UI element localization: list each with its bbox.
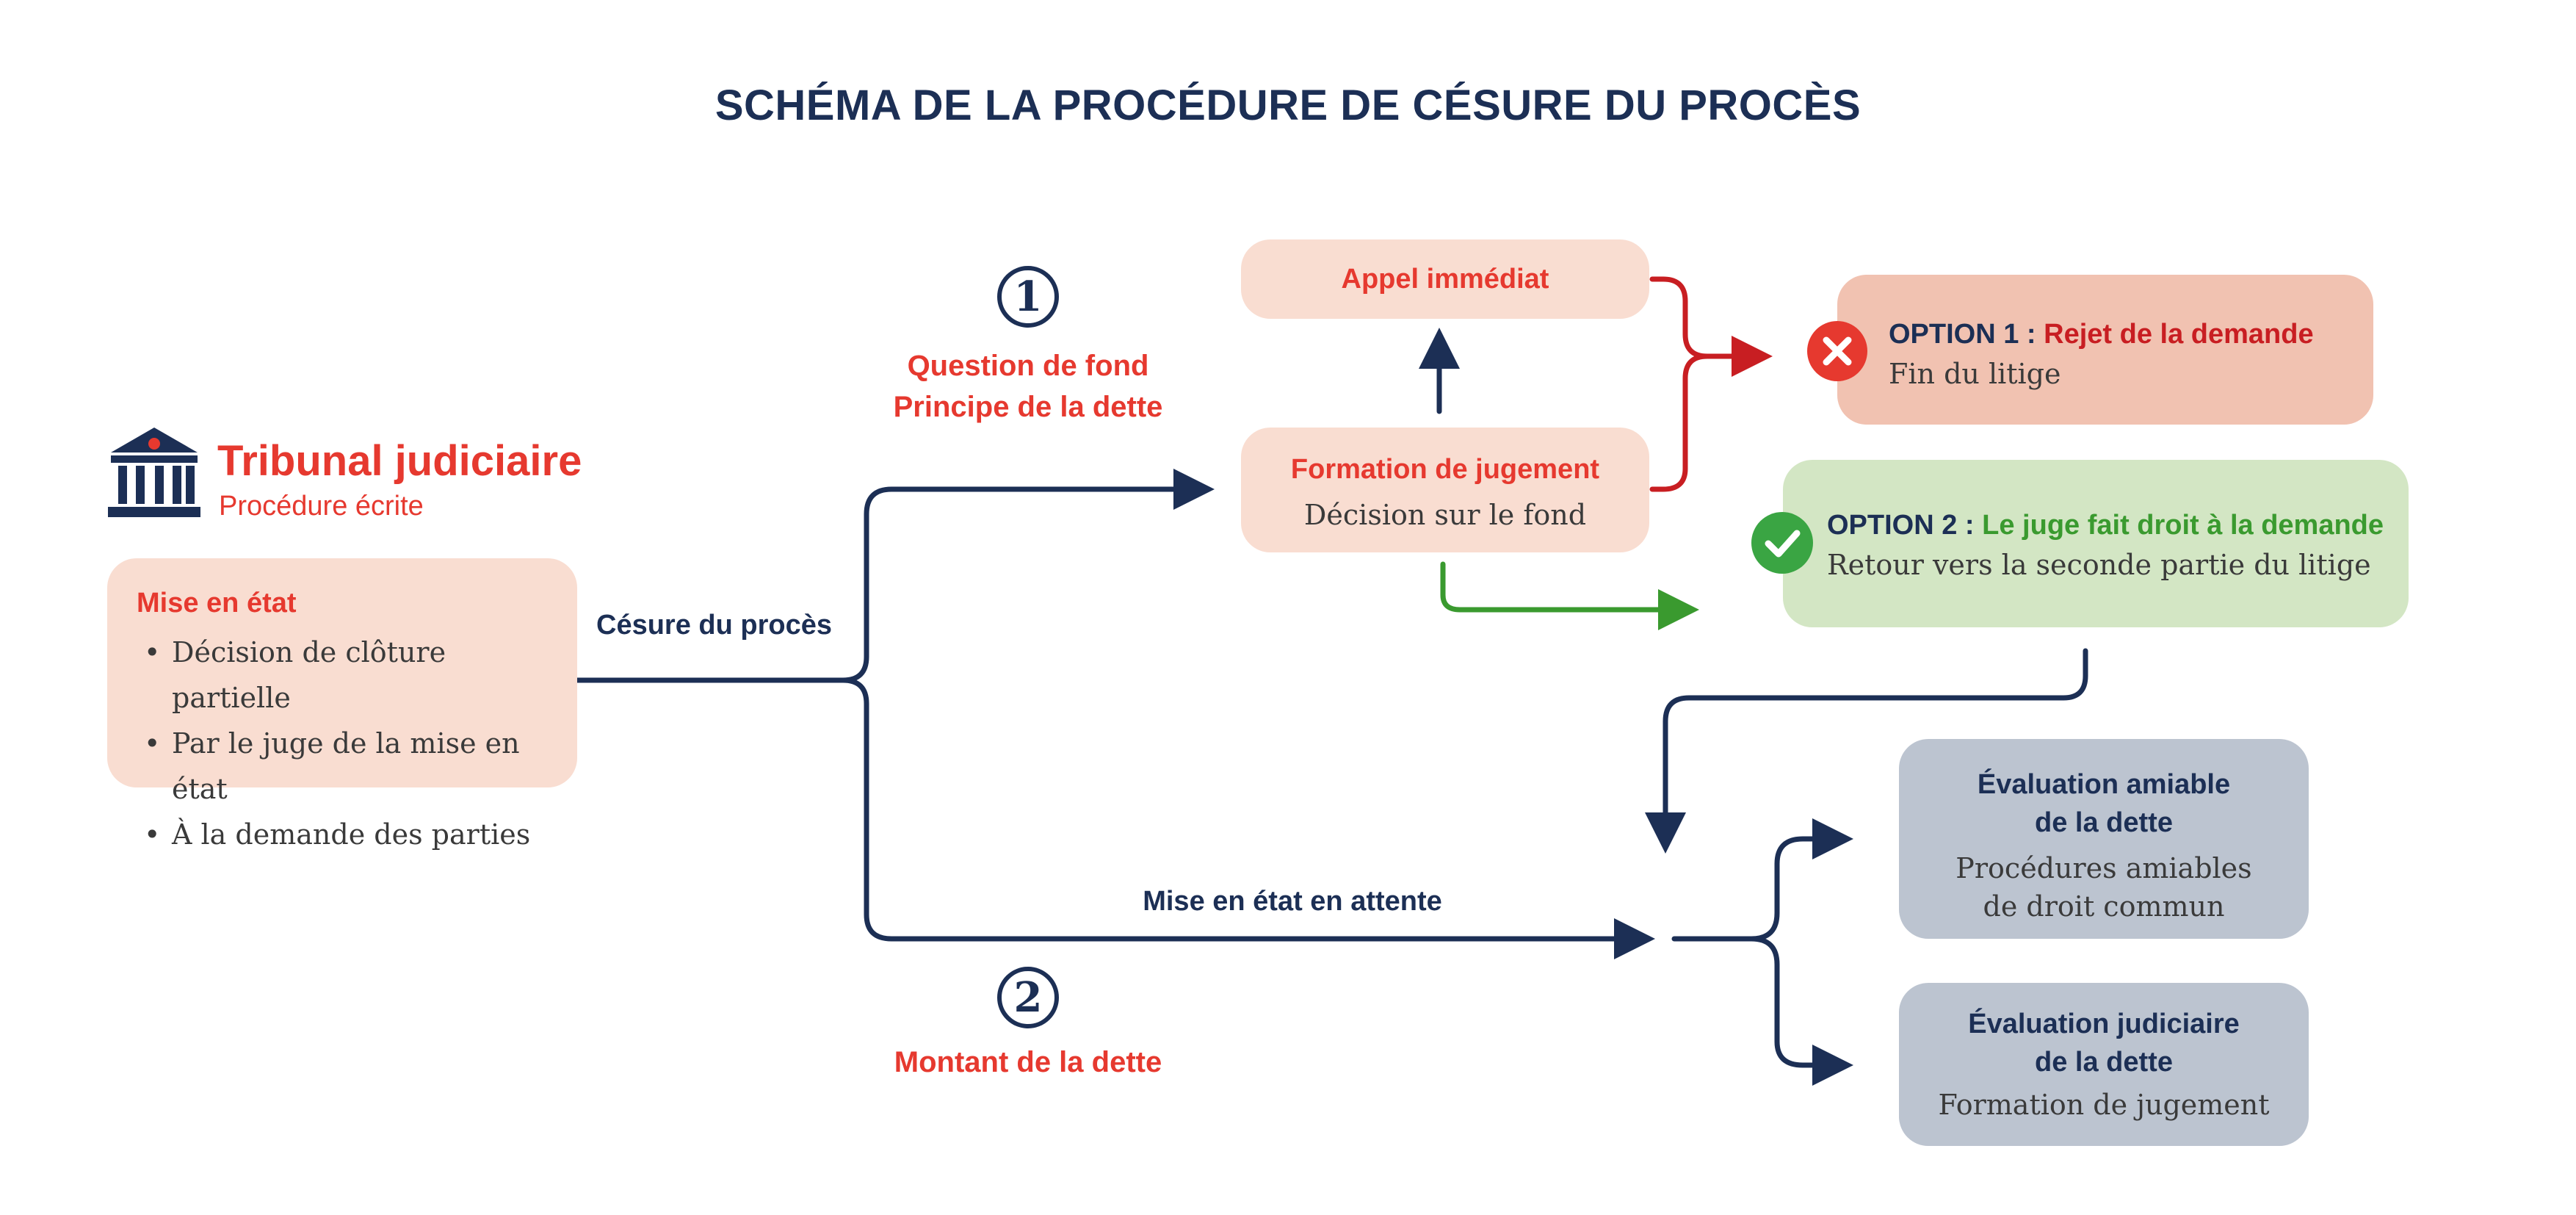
option-1-box: OPTION 1 : Rejet de la demande Fin du li… bbox=[1837, 275, 2373, 425]
formation-box: Formation de jugement Décision sur le fo… bbox=[1241, 428, 1649, 552]
evaluation-judiciaire-box: Évaluation judiciaire de la dette Format… bbox=[1899, 983, 2309, 1146]
step-1-line2: Principe de la dette bbox=[893, 391, 1163, 423]
court-name: Tribunal judiciaire bbox=[217, 437, 582, 485]
amiable-line1: Évaluation amiable bbox=[1977, 769, 2231, 800]
step-2-label: Montant de la dette bbox=[894, 1046, 1162, 1078]
option-2-title: Le juge fait droit à la demande bbox=[1982, 510, 2384, 541]
amiable-subtitle: Procédures amiables de droit commun bbox=[1899, 849, 2309, 926]
option-1-subtitle: Fin du litige bbox=[1889, 358, 2061, 390]
option-2-prefix: OPTION 2 : bbox=[1827, 510, 1975, 541]
amiable-sub2: de droit commun bbox=[1983, 890, 2225, 923]
step-2-badge: 2 bbox=[997, 967, 1059, 1028]
mise-en-etat-title: Mise en état bbox=[137, 588, 297, 619]
connector-return bbox=[1645, 648, 2088, 854]
amiable-sub1: Procédures amiables bbox=[1955, 852, 2252, 884]
judiciaire-subtitle: Formation de jugement bbox=[1938, 1089, 2270, 1121]
courthouse-icon bbox=[106, 425, 202, 522]
option-1-heading: OPTION 1 : Rejet de la demande bbox=[1889, 319, 2373, 350]
option-1-title: Rejet de la demande bbox=[2044, 319, 2314, 350]
list-item: À la demande des parties bbox=[137, 812, 548, 857]
court-subtitle: Procédure écrite bbox=[219, 491, 424, 522]
cross-icon bbox=[1806, 320, 1868, 382]
connector-bracket bbox=[1649, 276, 1710, 492]
appel-title: Appel immédiat bbox=[1341, 264, 1549, 295]
evaluation-amiable-box: Évaluation amiable de la dette Procédure… bbox=[1899, 739, 2309, 939]
step-1-badge: 1 bbox=[997, 266, 1059, 328]
option-2-heading: OPTION 2 : Le juge fait droit à la deman… bbox=[1827, 510, 2409, 541]
mise-en-etat-box: Mise en état Décision de clôture partiel… bbox=[107, 558, 577, 857]
formation-title: Formation de jugement bbox=[1290, 454, 1600, 485]
connector-main bbox=[574, 469, 1215, 683]
judiciaire-line1: Évaluation judiciaire bbox=[1968, 1009, 2240, 1039]
page-title: SCHÉMA DE LA PROCÉDURE DE CÉSURE DU PROC… bbox=[714, 82, 1862, 129]
judiciaire-line2: de la dette bbox=[2035, 1047, 2173, 1078]
cesure-label: Césure du procès bbox=[596, 610, 832, 641]
connector-final bbox=[1671, 818, 1853, 942]
connector-final-2 bbox=[1748, 936, 1853, 1086]
appel-box: Appel immédiat bbox=[1241, 239, 1649, 319]
check-icon bbox=[1751, 511, 1814, 574]
option-2-subtitle: Retour vers la seconde partie du litige bbox=[1827, 549, 2371, 581]
option-2-box: OPTION 2 : Le juge fait droit à la deman… bbox=[1783, 460, 2409, 627]
option-1-prefix: OPTION 1 : bbox=[1889, 319, 2036, 350]
amiable-title: Évaluation amiable de la dette bbox=[1899, 765, 2309, 842]
judiciaire-title: Évaluation judiciaire de la dette bbox=[1899, 1005, 2309, 1081]
connector-lower bbox=[840, 677, 1655, 959]
connector-option2 bbox=[1440, 561, 1699, 630]
attente-label: Mise en état en attente bbox=[1143, 886, 1442, 917]
step-1-label: Question de fond Principe de la dette bbox=[844, 345, 1212, 428]
mise-en-etat-list: Décision de clôture partielle Par le jug… bbox=[137, 630, 548, 857]
list-item: Décision de clôture partielle bbox=[137, 630, 548, 721]
step-1-line1: Question de fond bbox=[907, 350, 1149, 382]
list-item: Par le juge de la mise en état bbox=[137, 721, 548, 812]
formation-subtitle: Décision sur le fond bbox=[1303, 499, 1587, 531]
amiable-line2: de la dette bbox=[2035, 807, 2173, 838]
